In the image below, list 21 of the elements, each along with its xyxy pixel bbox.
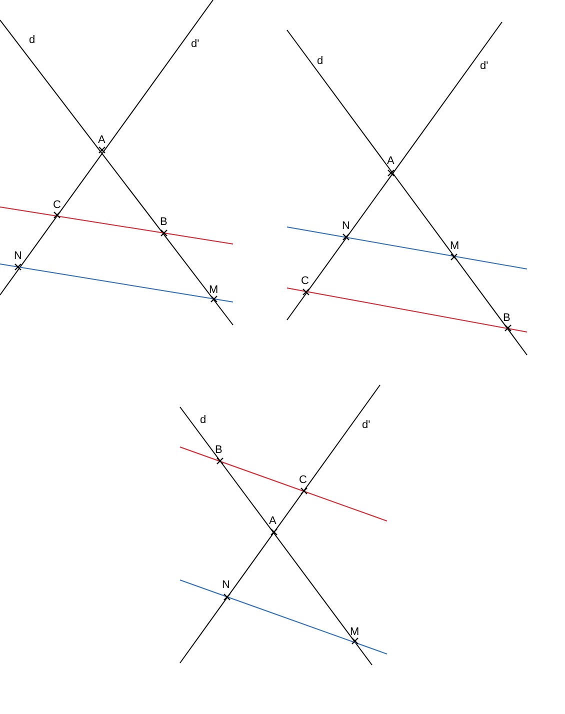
point-label: N xyxy=(14,250,22,262)
point-label: B xyxy=(160,216,168,228)
point-label: B xyxy=(503,312,510,324)
point-label: M xyxy=(350,626,360,638)
point-label: M xyxy=(450,240,460,252)
point-label: N xyxy=(222,579,230,591)
line-label: d xyxy=(29,34,36,46)
point-label: A xyxy=(387,155,394,167)
point-label: M xyxy=(209,284,218,296)
line-label: d xyxy=(200,414,206,426)
point-label: C xyxy=(301,275,309,287)
line-label: d' xyxy=(480,60,488,72)
line-label: d xyxy=(317,55,324,67)
point-label: A xyxy=(98,134,106,146)
line-label: d' xyxy=(362,419,370,431)
point-label: C xyxy=(53,199,61,211)
point-label: C xyxy=(299,474,307,486)
point-label: B xyxy=(215,444,222,456)
point-label: A xyxy=(269,515,276,527)
line-label: d' xyxy=(191,38,200,50)
point-label: N xyxy=(342,220,350,232)
